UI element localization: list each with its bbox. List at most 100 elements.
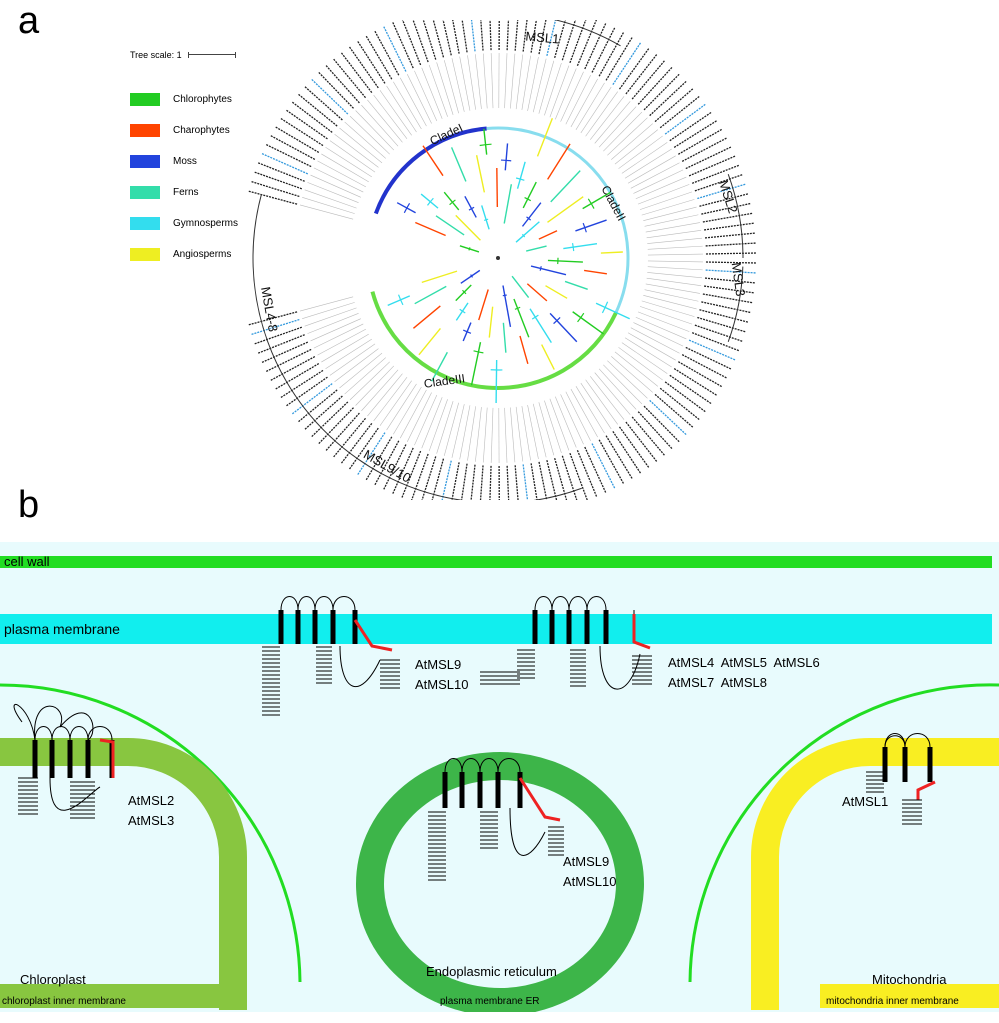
leaf-tip-label — [270, 356, 316, 381]
mito-protein-1: AtMSL1 — [842, 794, 888, 809]
leaf-branch — [406, 392, 432, 442]
legend-item: Chlorophytes — [130, 84, 330, 115]
internal-branch — [564, 280, 588, 290]
internal-branch — [575, 219, 607, 232]
leaf-branch — [475, 54, 482, 109]
internal-branch — [450, 147, 467, 182]
leaf-branch — [538, 402, 555, 456]
leaf-tip-label — [669, 374, 712, 405]
leaf-branch — [635, 176, 687, 200]
leaf-branch — [325, 146, 372, 178]
leaf-branch — [393, 386, 422, 435]
leaf-tip-label — [702, 212, 753, 223]
chloroplast-membrane-label: chloroplast inner membrane — [2, 996, 126, 1007]
leaf-branch — [527, 404, 539, 460]
msl2-arc — [727, 174, 744, 259]
leaf-tip-label — [401, 450, 422, 498]
leaf-branch — [633, 169, 684, 194]
leaf-tip-label — [584, 446, 607, 493]
leaf-branch — [344, 121, 386, 159]
leaf-branch — [560, 71, 584, 122]
leaf-branch — [475, 407, 482, 462]
leaf-branch — [490, 53, 494, 109]
legend-label: Angiosperms — [173, 249, 232, 260]
leaf-tip-label — [431, 458, 445, 500]
internal-branch-arc — [483, 218, 489, 222]
internal-branch — [414, 285, 447, 305]
leaf-branch — [643, 295, 697, 310]
leaf-branch — [532, 58, 547, 113]
mitochondria-membrane-base — [820, 984, 999, 1008]
internal-branch-arc — [587, 198, 595, 209]
leaf-tip-label — [618, 48, 650, 90]
internal-branch-arc — [601, 301, 609, 314]
leaf-tip-label — [569, 20, 587, 64]
internal-branch-arc — [427, 197, 434, 206]
leaf-tip-label — [705, 261, 756, 264]
leaf-branch — [549, 65, 570, 118]
internal-branch-arc — [397, 294, 404, 306]
clade-i-label: CladeI — [428, 121, 465, 148]
internal-branch — [431, 351, 448, 382]
leaf-tip-label — [699, 309, 749, 323]
leaf-tip-label — [514, 465, 519, 500]
internal-branch-arc — [473, 350, 484, 354]
legend-item: Angiosperms — [130, 239, 330, 270]
legend-label: Moss — [173, 156, 197, 167]
leaf-branch — [607, 117, 648, 156]
leaf-branch — [436, 401, 454, 454]
internal-branch — [595, 302, 630, 320]
leaf-tip-label — [325, 65, 360, 104]
leaf-branch — [603, 364, 643, 405]
internal-branch — [435, 215, 465, 236]
leaf-tip-label — [625, 421, 658, 462]
leaf-branch — [639, 306, 693, 325]
internal-branch — [536, 117, 554, 157]
leaf-branch — [618, 347, 663, 381]
er-label: Endoplasmic reticulum — [426, 964, 557, 979]
leaf-tip-label — [705, 242, 756, 247]
internal-branch — [478, 289, 489, 321]
internal-branch-arc — [531, 314, 539, 320]
leaf-tip-label — [664, 103, 706, 135]
leaf-tip-label — [254, 326, 303, 345]
beta-domain — [548, 826, 564, 856]
tree-scale-bar — [187, 52, 236, 58]
tm-loop — [497, 758, 521, 773]
leaf-branch — [639, 191, 693, 210]
leaf-tip-label — [561, 20, 577, 61]
internal-branch-arc — [449, 199, 456, 206]
leaf-tip-label — [348, 427, 379, 470]
leaf-branch — [544, 62, 562, 116]
leaf-branch — [644, 289, 699, 302]
internal-branch — [422, 145, 444, 177]
leaf-tip-label — [275, 363, 320, 390]
mitochondria-inner-membrane — [751, 738, 999, 1010]
leaf-tip-label — [506, 20, 510, 51]
er-protein-1: AtMSL9 — [563, 854, 609, 869]
leaf-tip-label — [530, 20, 538, 53]
leaf-branch — [329, 343, 376, 376]
leaf-tip-label — [365, 436, 393, 481]
leaf-branch — [299, 204, 354, 220]
leaf-tip-label — [298, 93, 338, 127]
pm-right-protein-2: AtMSL7 AtMSL8 — [668, 675, 767, 690]
leaf-branch — [310, 174, 361, 198]
leaf-tip-label — [257, 162, 305, 182]
internal-branch — [547, 196, 584, 223]
leaf-tip-label — [470, 20, 476, 52]
tree-internal-branches — [387, 117, 630, 403]
leaf-tip-label — [530, 463, 538, 500]
leaf-tip-label — [251, 181, 300, 198]
leaf-branch — [307, 182, 359, 203]
plasma-membrane-band — [0, 614, 992, 644]
internal-branch-arc — [582, 222, 587, 233]
internal-branch — [515, 221, 540, 243]
leaf-branch — [565, 391, 591, 441]
chloroplast-membrane-base — [0, 984, 220, 1008]
leaf-tip-label — [691, 332, 740, 352]
legend-swatch — [130, 217, 160, 230]
internal-branch — [503, 184, 513, 224]
leaf-branch — [399, 389, 427, 439]
internal-branch-arc — [470, 274, 474, 278]
